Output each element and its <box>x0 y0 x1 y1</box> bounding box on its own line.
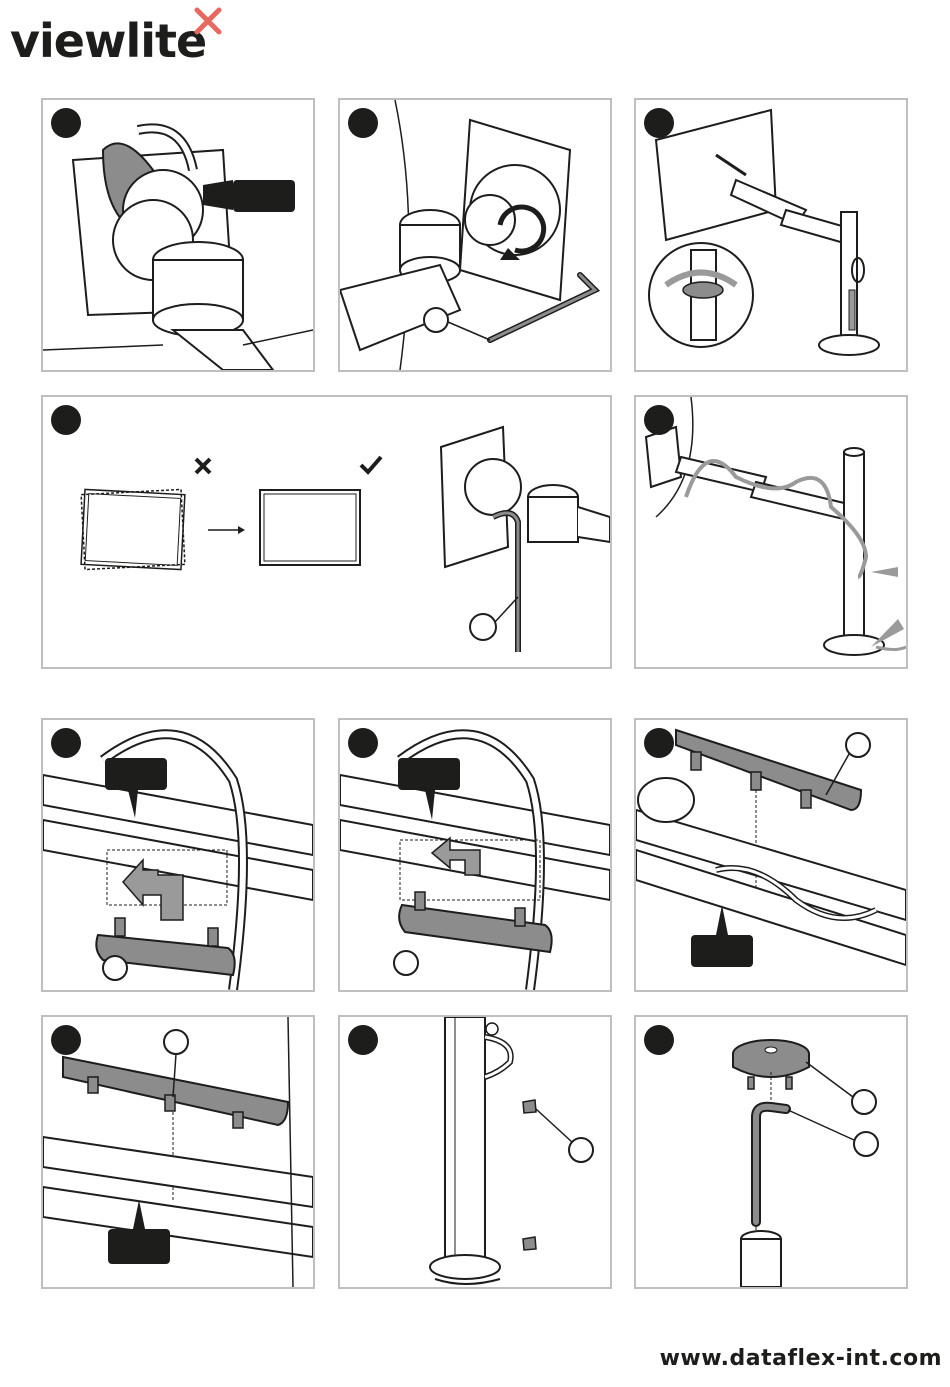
step-number-marker <box>644 405 674 435</box>
remove-cover-b-illustration <box>340 720 610 990</box>
check-icon <box>361 457 381 472</box>
x-mark-icon <box>193 6 223 36</box>
callout-badge <box>105 758 167 790</box>
step-number-marker <box>51 728 81 758</box>
step-panel-mount-vesa-plate <box>41 98 315 372</box>
step-number-marker <box>51 1025 81 1055</box>
callout-badge <box>233 180 295 212</box>
step-panel-tighten-tilt-screw <box>338 98 612 372</box>
height-adjust-illustration <box>636 100 906 370</box>
callout-badge <box>108 1229 170 1264</box>
callout-circle <box>164 1030 188 1054</box>
brand-wordmark: viewlite <box>10 18 206 64</box>
insert-cover-b-illustration <box>43 1017 313 1287</box>
callout-circle <box>846 733 870 757</box>
step-number-marker <box>51 405 81 435</box>
cable-routing-illustration <box>636 397 906 667</box>
cross-icon <box>196 459 210 473</box>
base-tension-illustration <box>636 1017 906 1287</box>
step-panel-insert-cover-b <box>41 1015 315 1289</box>
step-number-marker <box>348 1025 378 1055</box>
step-number-marker <box>348 728 378 758</box>
step-panel-remove-cover-b <box>338 718 612 992</box>
callout-circle <box>424 308 448 332</box>
callout-circle <box>852 1090 876 1114</box>
callout-circle <box>470 614 496 640</box>
step-panel-adjust-base-tension <box>634 1015 908 1289</box>
remove-cover-a-illustration <box>43 720 313 990</box>
callout-circle <box>854 1132 878 1156</box>
step-panel-route-cables <box>634 395 908 669</box>
cable-clips-illustration <box>340 1017 610 1287</box>
callout-badge <box>398 758 460 790</box>
step-panel-insert-cover-a <box>634 718 908 992</box>
level-monitor-illustration <box>43 397 610 667</box>
step-number-marker <box>644 728 674 758</box>
step-panel-level-monitor <box>41 395 612 669</box>
callout-circle <box>394 951 418 975</box>
step-number-marker <box>51 108 81 138</box>
step-panel-adjust-height <box>634 98 908 372</box>
callout-circle <box>103 956 127 980</box>
footer-website-url[interactable]: www.dataflex-int.com <box>660 1346 942 1371</box>
callout-badge <box>691 935 753 967</box>
brand-logo: viewlite <box>10 18 206 64</box>
vesa-mount-illustration <box>43 100 313 370</box>
step-number-marker <box>644 108 674 138</box>
tilt-screw-illustration <box>340 100 610 370</box>
callout-circle <box>569 1138 593 1162</box>
step-panel-remove-cover-a <box>41 718 315 992</box>
step-number-marker <box>348 108 378 138</box>
step-panel-attach-cable-clips <box>338 1015 612 1289</box>
insert-cover-a-illustration <box>636 720 906 990</box>
step-number-marker <box>644 1025 674 1055</box>
